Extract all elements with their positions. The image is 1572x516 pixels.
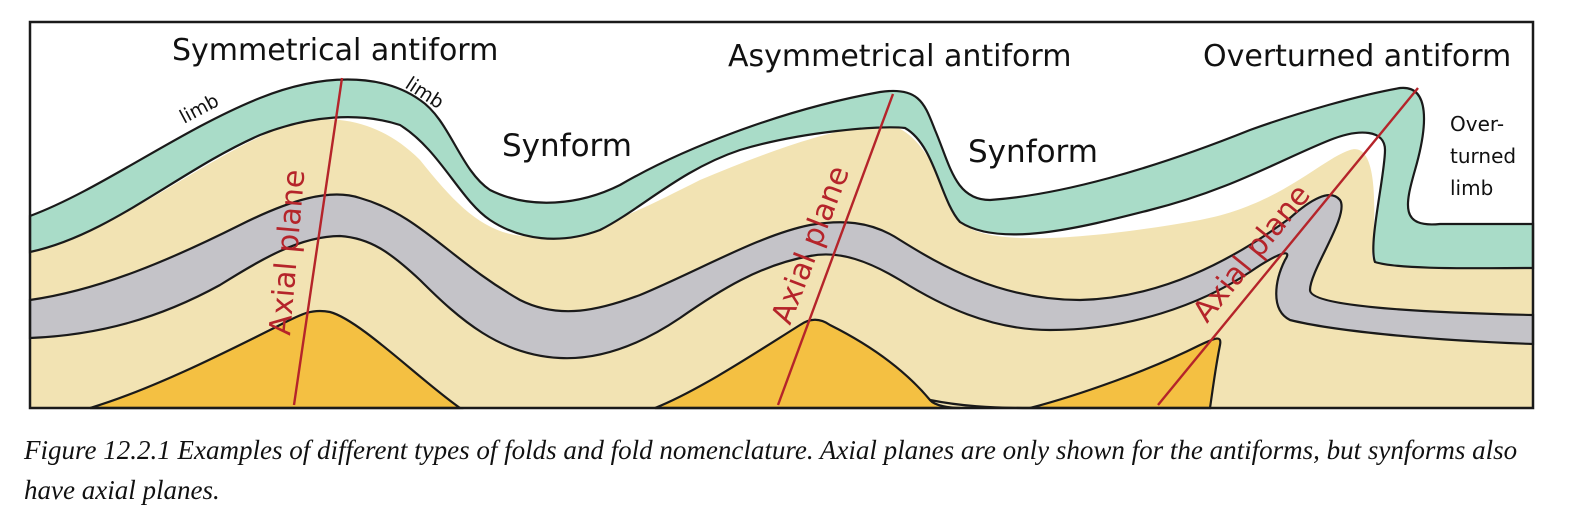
axial-plane-line-2 [776, 93, 895, 406]
axial-plane-line-3 [1157, 87, 1419, 406]
overturned-limb-label-line1: Over- [1450, 112, 1504, 136]
symmetrical-antiform-label: Symmetrical antiform [172, 33, 498, 68]
overturned-limb-label-line2: turned [1450, 144, 1516, 168]
gray-layer [28, 193, 1535, 360]
overturned-limb-label-line3: limb [1450, 176, 1493, 200]
axial-plane-line-1 [292, 77, 344, 406]
overturned-antiform-label: Overturned antiform [1203, 39, 1511, 74]
asymmetrical-antiform-label: Asymmetrical antiform [728, 39, 1071, 74]
synform-label-2: Synform [968, 134, 1098, 170]
figure-frame [28, 20, 1535, 410]
orange-core-3 [1029, 337, 1222, 410]
orange-core-2 [654, 318, 961, 410]
fold-diagram: Symmetrical antiform Asymmetrical antifo… [28, 20, 1535, 410]
green-layer [28, 78, 1535, 270]
orange-core-1 [89, 309, 464, 410]
synform-label-1: Synform [502, 128, 632, 164]
figure-caption: Figure 12.2.1 Examples of different type… [24, 435, 1518, 505]
